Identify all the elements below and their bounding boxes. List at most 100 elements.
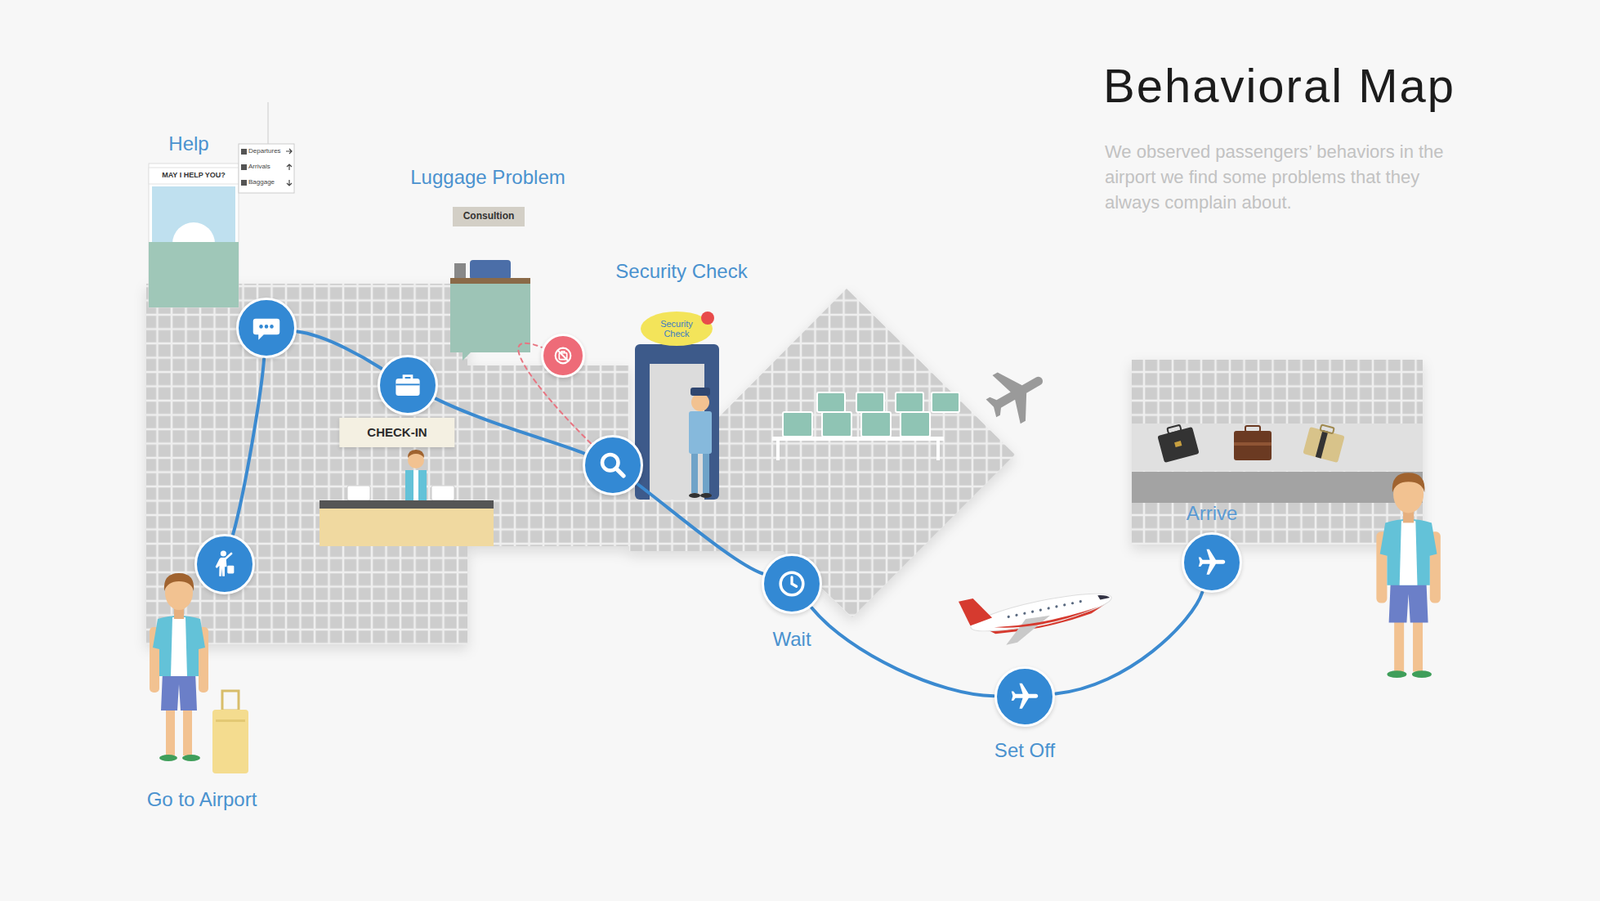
red-plane — [968, 585, 1114, 639]
waiting-seats — [822, 411, 852, 437]
traveller-left — [149, 572, 209, 761]
help-booth — [148, 167, 239, 184]
red-plane — [1054, 604, 1059, 608]
waiting-seats — [856, 392, 885, 412]
baggage-carousel — [1131, 471, 1423, 503]
step-icon — [1196, 546, 1229, 579]
step-icon — [392, 369, 425, 402]
step-label: Set Off — [994, 738, 1055, 763]
baggage-carousel — [1245, 425, 1261, 432]
floor — [146, 283, 468, 644]
journey-path — [811, 607, 994, 696]
baggage-carousel — [1174, 440, 1182, 447]
direction-sign — [241, 179, 247, 186]
waiting-seats — [900, 411, 930, 437]
consultation-desk — [450, 206, 531, 361]
traveller-right — [1376, 472, 1440, 678]
check-in-desk — [407, 449, 425, 458]
baggage-carousel — [1233, 430, 1272, 461]
check-in-desk — [431, 485, 455, 501]
red-plane — [1071, 601, 1075, 605]
step-circle: Luggage Problem — [540, 333, 586, 378]
caption: We observed passengers’ behaviors in the… — [1104, 138, 1473, 215]
waiting-seats — [931, 392, 960, 412]
baggage-carousel — [1156, 421, 1200, 463]
red-plane — [1078, 599, 1082, 604]
security-officer — [691, 393, 710, 412]
step-circle: CHECK-IN — [377, 354, 438, 416]
step-circle: Help — [236, 297, 297, 358]
security-officer — [688, 387, 712, 498]
direction-sign — [238, 102, 295, 193]
security-officer — [690, 387, 711, 396]
red-plane — [1097, 592, 1110, 600]
check-in-desk — [319, 449, 494, 546]
waiting-seats — [817, 392, 845, 412]
waiting-seats — [895, 392, 924, 412]
consultation-desk — [469, 259, 511, 280]
security-officer — [688, 411, 712, 454]
check-in-desk — [347, 485, 371, 501]
red-plane — [1038, 607, 1042, 612]
consultation-desk — [462, 352, 471, 361]
step-icon — [597, 449, 630, 482]
step-circle: Wait — [761, 553, 823, 614]
red-plane — [1001, 613, 1055, 645]
step-label: Security Check — [615, 259, 747, 284]
red-plane — [1006, 614, 1011, 618]
help-booth — [151, 186, 236, 244]
floor — [146, 283, 1423, 644]
step-icon — [776, 567, 809, 600]
step-label: Wait — [772, 627, 811, 652]
red-plane — [994, 604, 1100, 634]
red-plane — [958, 569, 1117, 653]
suitcase — [215, 719, 246, 722]
baggage-carousel — [1302, 426, 1345, 463]
security-officer — [691, 451, 698, 493]
security-arch — [634, 344, 720, 500]
direction-sign — [241, 148, 247, 155]
security-officer — [700, 492, 712, 498]
red-plane — [1023, 611, 1027, 615]
direction-sign — [286, 179, 292, 186]
step-circle: Set Off — [994, 665, 1055, 727]
traveller-right — [1376, 472, 1440, 678]
waiting-seats — [776, 440, 780, 461]
check-in-desk — [405, 469, 427, 501]
step-circle: Security Check — [582, 434, 644, 496]
consultation-desk — [452, 206, 525, 227]
baggage-carousel — [1233, 442, 1272, 446]
check-in-desk — [413, 469, 419, 501]
security-officer — [688, 492, 701, 498]
journey-path — [435, 398, 585, 454]
journey-path — [1055, 591, 1203, 693]
waiting-seats — [772, 436, 944, 441]
traveller-left — [149, 572, 209, 761]
help-booth — [148, 163, 239, 308]
sign-text: Security Check — [648, 318, 706, 339]
consultation-desk — [450, 277, 531, 284]
waiting-seats — [772, 392, 960, 461]
baggage-carousel — [1157, 426, 1199, 463]
red-plane — [1031, 609, 1035, 613]
suitcase — [212, 690, 249, 774]
direction-sign — [238, 143, 295, 193]
waiting-seats — [782, 411, 813, 437]
red-plane — [1014, 612, 1019, 617]
direction-sign — [286, 148, 292, 154]
suitcase — [212, 709, 249, 774]
step-icon — [250, 312, 283, 345]
step-icon — [1009, 680, 1042, 713]
direction-sign — [268, 102, 269, 144]
baggage-carousel — [1131, 421, 1423, 503]
security-arch — [634, 311, 720, 500]
step-label: Luggage Problem — [410, 165, 565, 190]
step-label: Help — [168, 132, 209, 157]
check-in-desk — [319, 508, 494, 546]
step-circle: Go to Airport — [194, 533, 255, 595]
journey-path — [232, 358, 264, 535]
